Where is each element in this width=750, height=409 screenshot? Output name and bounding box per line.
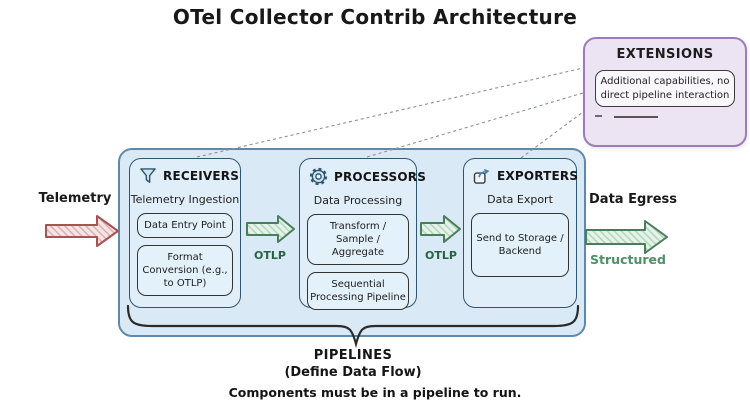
processors-subtitle: Data Processing — [313, 194, 403, 207]
telemetry-label: Telemetry — [38, 191, 112, 206]
receivers-item: Format Conversion (e.g., to OTLP) — [137, 245, 233, 296]
otlp-label: OTLP — [254, 249, 286, 262]
otlp-label: OTLP — [425, 249, 457, 262]
exporters-header: EXPORTERS — [464, 159, 579, 186]
export-icon — [473, 168, 490, 184]
extensions-note: Additional capabilities, no direct pipel… — [595, 70, 735, 107]
processors-item: Transform / Sample / Aggregate — [307, 214, 409, 265]
exporters-subtitle: Data Export — [487, 193, 553, 206]
pipelines-caption: PIPELINES (Define Data Flow) — [118, 348, 588, 380]
define-data-flow-label: (Define Data Flow) — [284, 365, 422, 380]
data-egress-arrow — [585, 220, 668, 254]
exporters-item: Send to Storage / Backend — [471, 213, 569, 277]
structured-label: Structured — [590, 252, 666, 267]
receivers-item: Data Entry Point — [137, 213, 233, 238]
receivers-box: RECEIVERS Telemetry Ingestion Data Entry… — [129, 158, 241, 308]
exporters-title: EXPORTERS — [497, 169, 579, 183]
pipelines-label: PIPELINES — [313, 348, 393, 363]
telemetry-ingress-arrow — [45, 215, 119, 247]
receivers-title: RECEIVERS — [163, 169, 240, 183]
diagram-title: OTel Collector Contrib Architecture — [172, 5, 578, 29]
processors-header: PROCESSORS — [300, 159, 426, 187]
scribble-dash — [595, 115, 602, 117]
scribble-line — [614, 116, 658, 118]
processors-box: PROCESSORS Data Processing Transform / S… — [299, 158, 426, 310]
data-egress-label: Data Egress — [589, 192, 677, 207]
extensions-connector-receivers — [196, 67, 584, 158]
receivers-header: RECEIVERS — [130, 159, 240, 186]
gear-icon — [309, 167, 328, 186]
extensions-panel: EXTENSIONS Additional capabilities, no d… — [583, 37, 747, 147]
footer-note: Components must be in a pipeline to run. — [228, 385, 522, 400]
extensions-title: EXTENSIONS — [616, 47, 714, 62]
receivers-subtitle: Telemetry Ingestion — [130, 193, 240, 206]
processors-item: Sequential Processing Pipeline — [307, 272, 409, 310]
exporters-box: EXPORTERS Data Export Send to Storage / … — [463, 158, 579, 308]
processors-title: PROCESSORS — [334, 169, 427, 184]
funnel-icon — [140, 168, 156, 183]
